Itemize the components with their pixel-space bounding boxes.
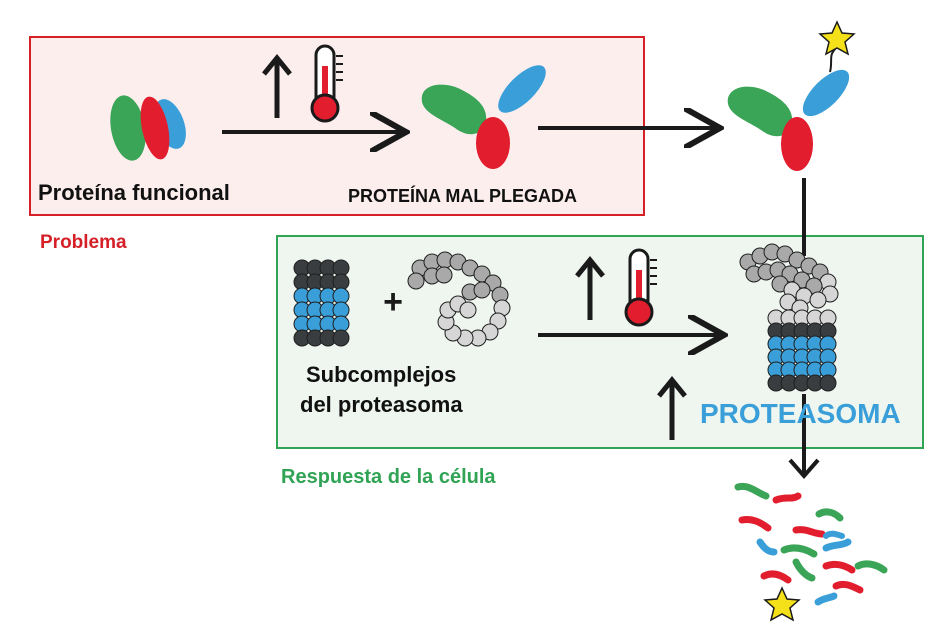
thermometer-icon [310,44,343,123]
star-icon [763,586,801,622]
functional-protein-icon [110,95,186,161]
functional-protein-label: Proteína funcional [38,180,230,205]
misfolded-protein-label: PROTEÍNA MAL PLEGADA [348,186,578,206]
proteasome-regulatory-subcomplex-icon [407,251,511,347]
proteasome-icon [739,243,839,392]
up-arrow-icon [575,256,605,320]
up-arrow-icon [657,376,687,440]
up-arrow-icon [262,54,292,118]
proteasome-core-subcomplex-icon [293,259,350,347]
proteasome-label: PROTEASOMA [700,398,901,429]
degraded-peptide-fragments-icon [734,482,888,606]
subcomplexes-label-line1: Subcomplejos [306,362,457,387]
tagged-protein-icon [727,47,850,171]
problem-section-label: Problema [40,232,127,253]
plus-sign: + [383,283,403,321]
misfolded-protein-icon [421,65,546,169]
star-icon [818,20,856,56]
subcomplexes-label-line2: del proteasoma [300,392,463,417]
thermometer-icon [624,248,657,327]
response-section-label: Respuesta de la célula [281,466,496,488]
